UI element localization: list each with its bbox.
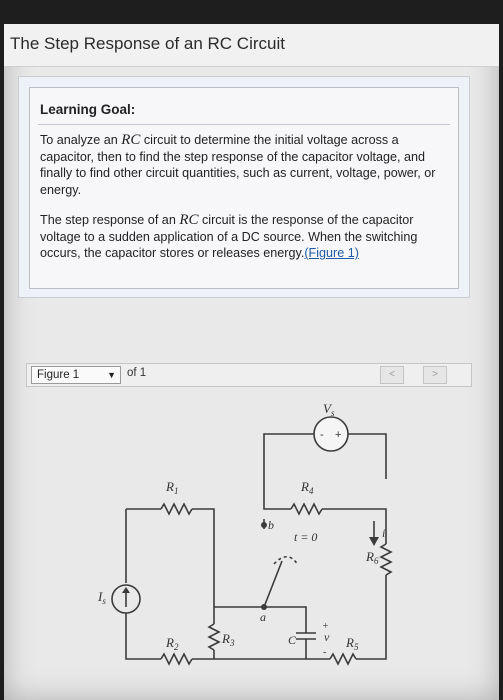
text: circuit to determine the initial voltage… [40,133,436,197]
is-label: Is [97,589,106,606]
text: To analyze an [40,133,122,147]
r5-resistor [329,652,357,666]
learning-goal-paragraph-1: To analyze an RC circuit to determine th… [40,132,452,198]
text: The step response of an [40,213,180,227]
r5-label: R5 [345,635,359,652]
rc-variable: RC [179,212,199,228]
wire [348,433,387,479]
vs-label: Vs [323,401,335,418]
figure-1-link[interactable]: (Figure 1) [304,246,359,260]
r1-resistor [160,502,193,516]
figure-select-value: Figure 1 [37,369,80,381]
terminal-a [261,604,267,610]
r2-resistor [160,652,193,666]
wire [322,508,387,544]
screen: The Step Response of an RC Circuit Learn… [4,24,499,700]
capacitor-label: C [288,633,297,647]
r3-label: R3 [221,631,235,648]
title-bar: The Step Response of an RC Circuit [4,24,499,67]
r1-label: R1 [165,479,178,496]
page-title: The Step Response of an RC Circuit [10,34,285,53]
capacitor-minus-label: - [323,647,326,658]
capacitor [296,632,316,640]
r6-resistor [379,543,393,576]
capacitor-plus-label: + [322,621,329,632]
circuit-diagram: - + Vs R1 R4 R6 R3 R2 R5 Is b a t = 0 C … [97,401,393,666]
wire [264,606,307,633]
wire [192,508,215,607]
rc-variable: RC [121,132,141,148]
switch-arm [263,560,283,608]
node-a-label: a [260,610,266,624]
arrow-head-icon [369,537,379,546]
wire [263,433,314,459]
figure-select[interactable]: Figure 1 ▼ [31,366,121,384]
arrow-up-icon [122,587,130,593]
capacitor-voltage-label: v [324,630,330,644]
previous-figure-button[interactable]: < [380,366,404,384]
wire [263,459,291,510]
voltage-source [313,416,349,452]
learning-goal-panel: Learning Goal: To analyze an RC circuit … [18,76,470,298]
switch-arc [273,555,299,566]
learning-goal-paragraph-2: The step response of an RC circuit is th… [40,212,452,262]
learning-goal-box: Learning Goal: To analyze an RC circuit … [29,87,459,289]
chevron-down-icon: ▼ [107,370,116,380]
r4-resistor [290,502,323,516]
text: circuit is the response of the capacitor… [40,213,418,260]
figure-navigation-bar: Figure 1 ▼ of 1 < > [26,363,472,387]
learning-goal-heading: Learning Goal: [40,102,136,117]
figure-count-label: of 1 [127,367,147,379]
current-label: i [382,526,385,540]
wire [125,613,161,660]
next-figure-button[interactable]: > [423,366,447,384]
divider [38,124,450,125]
node-b-label: b [268,518,274,532]
source-minus-label: - [320,429,324,441]
terminal-b [261,522,267,528]
r2-label: R2 [165,635,179,652]
r3-resistor [207,623,221,651]
wire [356,575,387,660]
r6-label: R6 [365,549,379,566]
source-plus-label: + [335,429,341,441]
switch-time-label: t = 0 [294,530,317,544]
r4-label: R4 [300,479,314,496]
